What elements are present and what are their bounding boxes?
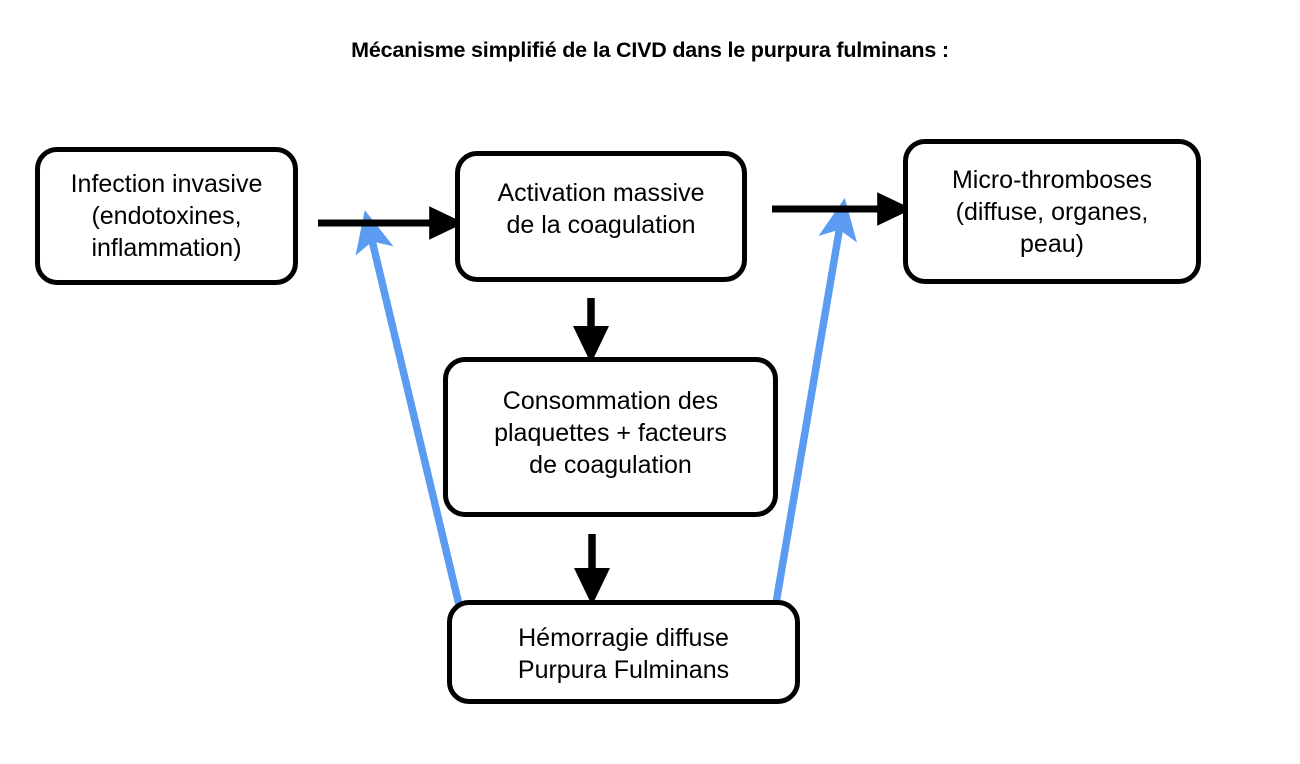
node-hemorragie-purpura[interactable]: Hémorragie diffuse Purpura Fulminans <box>447 600 800 704</box>
node-micro-thromboses[interactable]: Micro-thromboses (diffuse, organes, peau… <box>903 139 1201 284</box>
node-consommation-plaquettes[interactable]: Consommation des plaquettes + facteurs d… <box>443 357 778 517</box>
feedback-arrow-right <box>770 197 857 616</box>
node-infection-invasive[interactable]: Infection invasive (endotoxines, inflamm… <box>35 147 298 285</box>
node-activation-coagulation-label: Activation massive de la coagulation <box>497 178 705 239</box>
node-hemorragie-purpura-label: Hémorragie diffuse Purpura Fulminans <box>517 624 730 684</box>
node-infection-invasive-label: Infection invasive (endotoxines, inflamm… <box>70 170 263 262</box>
feedback-arrow-left <box>355 210 465 614</box>
node-micro-thromboses-label: Micro-thromboses (diffuse, organes, peau… <box>951 165 1153 258</box>
node-consommation-plaquettes-label: Consommation des plaquettes + facteurs d… <box>494 387 727 479</box>
node-activation-coagulation[interactable]: Activation massive de la coagulation <box>455 151 747 282</box>
page-title: Mécanisme simplifié de la CIVD dans le p… <box>351 38 949 62</box>
